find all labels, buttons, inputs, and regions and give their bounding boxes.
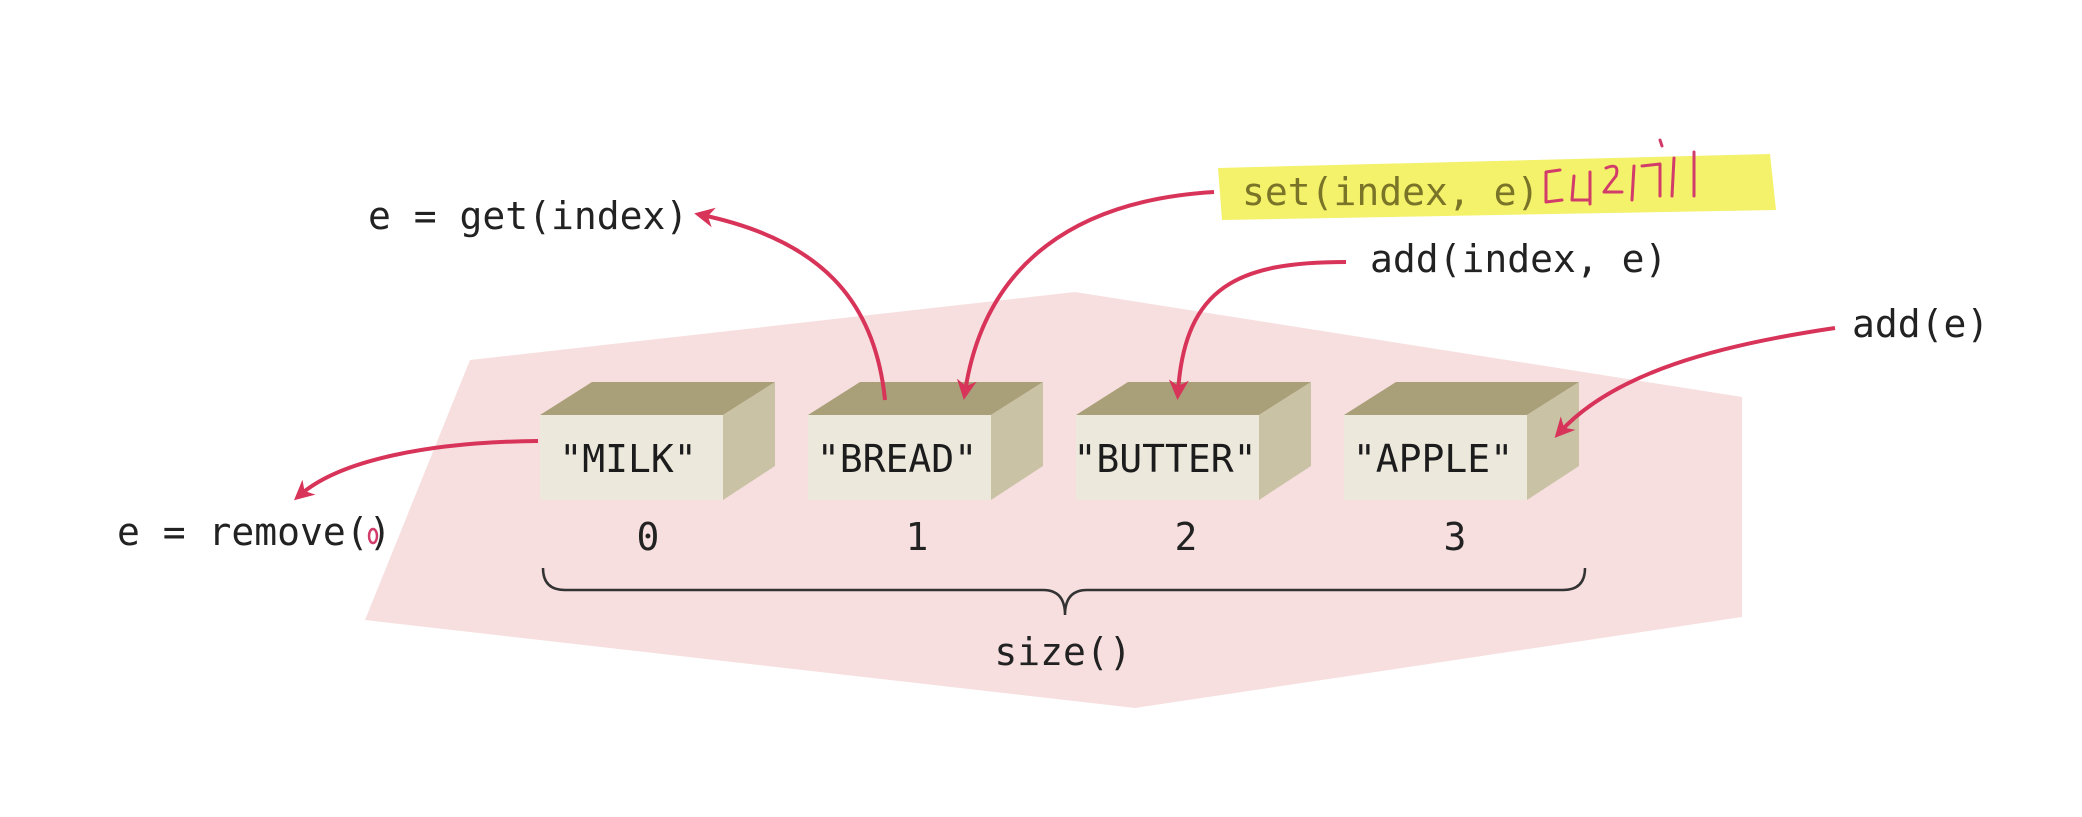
- element-value-3: "APPLE": [1353, 437, 1513, 481]
- element-index-3: 3: [1444, 515, 1467, 559]
- element-index-0: 0: [637, 515, 660, 559]
- handwritten-annotation: [1544, 138, 1696, 206]
- set-arrow: [956, 190, 1215, 400]
- get-arrow: [694, 207, 887, 401]
- add-arrow: [1554, 326, 1836, 438]
- element-box-1: [808, 382, 1043, 500]
- highlighter-mark: [1218, 154, 1776, 220]
- size-brace: [541, 567, 1587, 616]
- element-box-0: [540, 382, 775, 500]
- element-index-1: 1: [906, 515, 929, 559]
- element-box-2: [1076, 382, 1311, 500]
- get-label: e = get(index): [368, 194, 688, 238]
- size-label: size(): [994, 630, 1131, 674]
- add-index-arrow: [1168, 260, 1347, 400]
- set-label: set(index, e): [1242, 170, 1539, 214]
- element-value-0: "MILK": [559, 437, 696, 481]
- remove-arrow: [293, 439, 539, 501]
- element-value-2: "BUTTER": [1073, 437, 1256, 481]
- remove-label: e = remove(): [117, 510, 392, 554]
- handwritten-mark: [367, 527, 379, 545]
- element-index-2: 2: [1175, 515, 1198, 559]
- add-index-label: add(index, e): [1370, 237, 1667, 281]
- add-label: add(e): [1852, 302, 1989, 346]
- element-value-1: "BREAD": [817, 437, 977, 481]
- element-box-3: [1344, 382, 1579, 500]
